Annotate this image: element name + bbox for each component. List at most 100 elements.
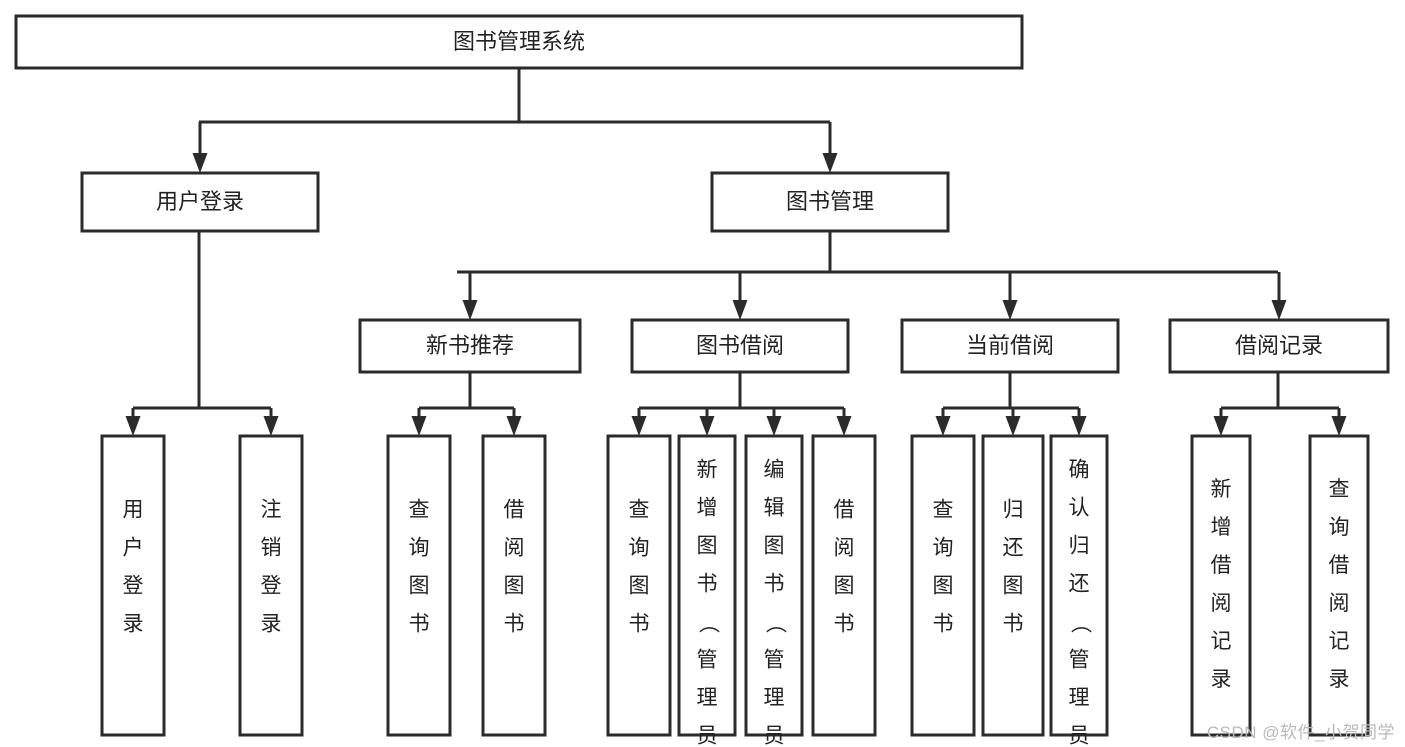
node-book-borrow-box[interactable] [630,318,850,374]
node-leaf-borrow-book-2-label-char: 阅 [834,537,855,560]
arrow-head-icon [699,416,715,436]
node-leaf-borrow-book-1-label-char: 阅 [504,537,525,560]
node-leaf-add-book-box[interactable] [677,434,737,737]
node-leaf-user-logout-label-char: 登 [261,575,282,598]
node-new-book-recommend[interactable]: 新书推荐 [358,318,582,374]
connector-layer [125,68,1347,436]
node-leaf-add-record-label-char: 借 [1211,554,1232,577]
node-borrow-record[interactable]: 借阅记录 [1168,318,1390,374]
node-leaf-query-book-1-label-char: 图 [409,575,430,598]
node-leaf-edit-book-label-char: 书 [764,573,785,596]
node-leaf-add-book-label-char: 增 [697,497,718,520]
node-leaf-edit-book-box[interactable] [744,434,804,737]
node-current-borrow-box[interactable] [900,318,1120,374]
arrow-head-icon [766,416,782,436]
node-book-borrow[interactable]: 图书借阅 [630,318,850,374]
node-new-book-recommend-label: 新书推荐 [426,333,514,358]
node-leaf-user-logout-box[interactable] [238,434,304,737]
node-leaf-user-logout-label-char: 销 [261,537,282,560]
arrow-head-icon [1331,416,1347,436]
node-leaf-borrow-book-2-box[interactable] [811,434,877,737]
arrow-head-icon [631,416,647,436]
node-root[interactable]: 图书管理系统 [14,14,1024,70]
node-book-manage[interactable]: 图书管理 [710,171,950,233]
node-leaf-add-book-label-char: （ [696,613,719,634]
csdn-watermark: CSDN @软件_小贺同学 [1206,723,1395,742]
arrow-head-icon [1002,300,1018,320]
node-leaf-query-book-1-label-char: 书 [409,613,430,636]
node-leaf-edit-book-label-char: 理 [764,687,785,710]
node-leaf-confirm-return-label-char: 理 [1069,687,1090,710]
node-book-manage-box[interactable] [710,171,950,233]
node-leaf-add-book-label-char: 员 [697,725,718,747]
node-leaf-return-book-label-char: 书 [1003,613,1024,636]
node-leaf-borrow-book-2-label-char: 书 [834,613,855,636]
node-leaf-borrow-book-1-label-char: 图 [504,575,525,598]
node-leaf-query-book-3-label-char: 书 [933,613,954,636]
node-leaf-user-login[interactable]: 用户登录 [100,434,166,737]
node-current-borrow[interactable]: 当前借阅 [900,318,1120,374]
node-leaf-query-book-1-box[interactable] [386,434,452,737]
node-leaf-add-record-label-char: 记 [1211,630,1232,653]
node-leaf-add-book-label-char: 书 [697,573,718,596]
arrow-head-icon [732,300,748,320]
node-leaf-return-book-box[interactable] [981,434,1045,737]
node-leaf-edit-book-label-char: 辑 [764,497,785,520]
node-borrow-record-box[interactable] [1168,318,1390,374]
node-leaf-edit-book-label-char: 管 [764,649,785,672]
node-user-login[interactable]: 用户登录 [80,171,320,233]
node-book-borrow-label: 图书借阅 [696,333,784,358]
node-leaf-return-book-label-char: 归 [1003,499,1024,522]
node-leaf-query-record-label-char: 录 [1329,668,1350,691]
arrow-head-icon [263,416,279,436]
node-leaf-query-record-label-char: 询 [1329,516,1350,539]
node-new-book-recommend-box[interactable] [358,318,582,374]
node-leaf-confirm-return-label-char: 归 [1069,535,1090,558]
node-leaf-confirm-return-box[interactable] [1049,434,1109,737]
node-leaf-query-book-3-box[interactable] [910,434,976,737]
node-leaf-query-book-2-label-char: 图 [629,575,650,598]
node-leaf-user-login-label-char: 登 [123,575,144,598]
node-leaf-add-record-label-char: 录 [1211,668,1232,691]
node-leaf-query-book-1-label-char: 询 [409,537,430,560]
arrow-head-icon [1271,300,1287,320]
node-leaf-return-book-label-char: 还 [1003,537,1024,560]
node-leaf-add-record-box[interactable] [1190,434,1252,737]
node-user-login-box[interactable] [80,171,320,233]
node-leaf-borrow-book-1-label-char: 借 [504,499,525,522]
node-leaf-query-record-label-char: 记 [1329,630,1350,653]
node-leaf-edit-book-label-char: 编 [764,459,785,482]
node-leaf-query-book-2-box[interactable] [606,434,672,737]
node-leaf-borrow-book-1-box[interactable] [481,434,547,737]
node-root-label: 图书管理系统 [453,29,585,54]
node-leaf-edit-book-label-char: 员 [764,725,785,747]
node-leaf-query-record-label-char: 借 [1329,554,1350,577]
node-leaf-user-login-box[interactable] [100,434,166,737]
node-leaf-user-login-label-char: 户 [123,537,144,560]
arrow-head-icon [1071,416,1087,436]
arrow-head-icon [822,153,838,173]
node-root-box[interactable] [14,14,1024,70]
node-leaf-query-book-2-label-char: 书 [629,613,650,636]
arrow-head-icon [1213,416,1229,436]
node-leaf-query-record-box[interactable] [1308,434,1370,737]
node-leaf-add-book-label-char: 图 [697,535,718,558]
node-leaf-query-book-1-label-char: 查 [409,499,430,522]
node-leaf-query-book-3-label-char: 询 [933,537,954,560]
node-leaf-add-record-label-char: 新 [1211,478,1232,501]
node-leaf-confirm-return-label-char: 确 [1069,459,1090,482]
